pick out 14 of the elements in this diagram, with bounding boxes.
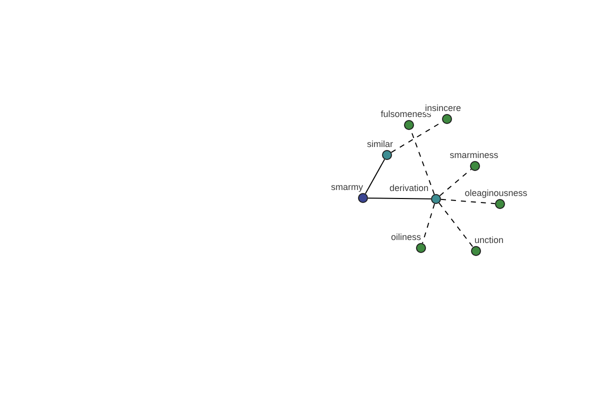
node-label: derivation [389, 183, 429, 193]
connector-line [364, 158, 386, 194]
connector-line [368, 198, 432, 200]
node-label: oleaginousness [464, 188, 528, 198]
node-label: oiliness [391, 232, 421, 242]
connector-line [422, 203, 436, 244]
node-label: similar [367, 139, 393, 149]
node-label: insincere [424, 103, 462, 113]
node-label: smarminess [450, 150, 498, 160]
node-label: smarmy [331, 182, 363, 192]
connector-line [440, 198, 496, 204]
connector-line [438, 202, 474, 248]
node-label: unction [474, 235, 504, 245]
connector-line [439, 168, 472, 196]
